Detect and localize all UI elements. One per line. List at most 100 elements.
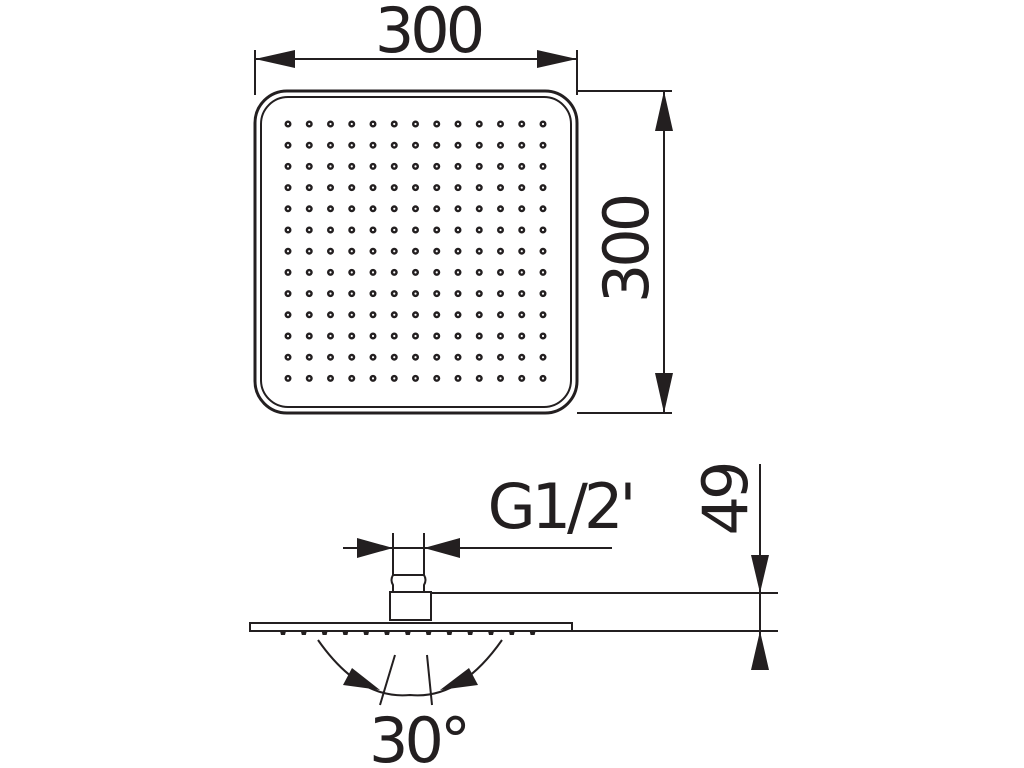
angle-ray-left [379, 654, 396, 706]
nozzle [284, 353, 292, 361]
nozzle [539, 332, 547, 340]
nozzle [327, 247, 335, 255]
angle-ray-right [426, 654, 433, 706]
nozzle [369, 247, 377, 255]
nozzle [369, 353, 377, 361]
nozzle [284, 268, 292, 276]
nozzle [348, 353, 356, 361]
nozzle-bump [529, 631, 536, 635]
nozzle [305, 205, 313, 213]
nozzle [539, 311, 547, 319]
nozzle [412, 184, 420, 192]
nozzle [390, 268, 398, 276]
nozzle [327, 120, 335, 128]
nozzle [390, 332, 398, 340]
nozzle [454, 141, 462, 149]
nozzle [539, 226, 547, 234]
nozzle-grid [284, 120, 547, 382]
nozzle [454, 332, 462, 340]
nozzle [539, 120, 547, 128]
nozzle [412, 268, 420, 276]
nozzle [369, 141, 377, 149]
nozzle [348, 374, 356, 382]
nozzle [539, 205, 547, 213]
nozzle [475, 311, 483, 319]
nozzle [454, 268, 462, 276]
nozzle [497, 184, 505, 192]
nozzle [412, 205, 420, 213]
nozzle [433, 226, 441, 234]
nozzle [539, 268, 547, 276]
nozzle [348, 205, 356, 213]
nozzle [305, 162, 313, 170]
nozzle [412, 247, 420, 255]
nozzle [497, 226, 505, 234]
nozzle-bump [280, 631, 286, 635]
nozzle-bump [508, 631, 515, 635]
nozzle-bump [384, 631, 390, 635]
nozzle [369, 290, 377, 298]
nozzle [305, 353, 313, 361]
nozzle [305, 290, 313, 298]
nozzle [497, 141, 505, 149]
nozzle [412, 120, 420, 128]
nozzle [305, 120, 313, 128]
nozzle [348, 332, 356, 340]
nozzle [369, 120, 377, 128]
nozzle [497, 290, 505, 298]
nozzle [412, 290, 420, 298]
nozzle [433, 141, 441, 149]
nozzle [518, 120, 526, 128]
nozzle [518, 290, 526, 298]
nozzle [518, 268, 526, 276]
nozzle [284, 120, 292, 128]
nozzle [497, 162, 505, 170]
nozzle [433, 268, 441, 276]
nozzle [284, 226, 292, 234]
nozzle [327, 226, 335, 234]
nozzle [539, 247, 547, 255]
nozzle [475, 290, 483, 298]
nozzle [284, 332, 292, 340]
nozzle [412, 141, 420, 149]
nozzle [497, 247, 505, 255]
nozzle [412, 374, 420, 382]
nozzle [518, 353, 526, 361]
nozzle [390, 162, 398, 170]
arrow-icon [751, 555, 769, 593]
nozzle [348, 311, 356, 319]
nozzle [390, 311, 398, 319]
nozzle [327, 205, 335, 213]
nozzle [412, 162, 420, 170]
arrow-icon [751, 631, 769, 670]
nozzle [433, 162, 441, 170]
arrow-icon [424, 538, 460, 558]
nozzle [454, 184, 462, 192]
nozzle [327, 184, 335, 192]
nozzle [433, 374, 441, 382]
nozzle [454, 353, 462, 361]
nozzle [390, 290, 398, 298]
nozzle [539, 374, 547, 382]
arrow-icon [357, 538, 393, 558]
nozzle [348, 290, 356, 298]
nozzle [390, 205, 398, 213]
nozzle-bump [321, 631, 328, 635]
nozzle [348, 120, 356, 128]
nozzle [369, 374, 377, 382]
nozzle [518, 247, 526, 255]
nozzle [390, 226, 398, 234]
nozzle [369, 162, 377, 170]
nozzle [284, 184, 292, 192]
nozzle [433, 184, 441, 192]
nozzle [518, 205, 526, 213]
nozzle [539, 141, 547, 149]
nozzle [475, 374, 483, 382]
nozzle [475, 120, 483, 128]
nozzle-bumps [280, 631, 536, 635]
thread-label: G1/2' [488, 470, 633, 543]
nozzle [433, 311, 441, 319]
nozzle-bump [425, 631, 432, 635]
